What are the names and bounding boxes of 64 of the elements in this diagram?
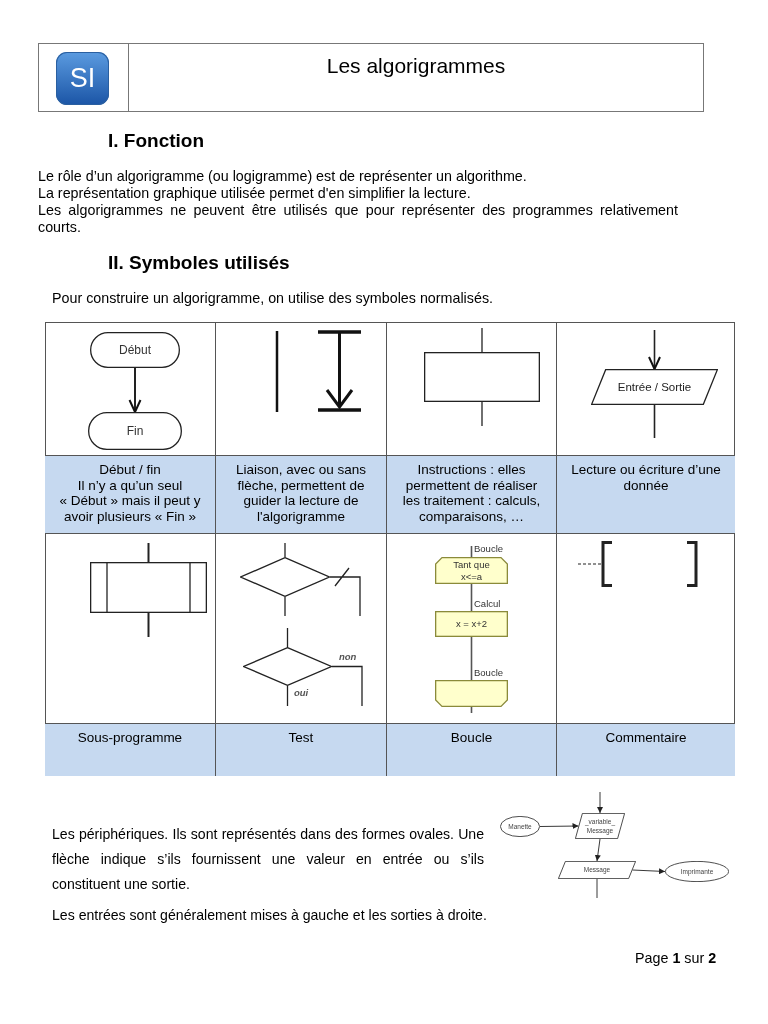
node-caption: Calcul: [474, 598, 501, 609]
cell-text: Début / fin: [98, 462, 162, 478]
cell-text: Test: [287, 730, 315, 746]
connector-line: [481, 401, 483, 427]
cell-text: Lecture ou écriture d’une donnée: [570, 462, 722, 493]
node-label: x<=a: [460, 570, 483, 583]
peripheral-ellipse: [665, 861, 729, 882]
start-terminal: [90, 332, 180, 368]
node-label: Début: [119, 342, 151, 358]
node-label: Fin: [126, 423, 144, 439]
cell-text: Il n’y a qu’un seul « Début » mais il peut y avoir plusieurs « Fin »: [58, 477, 202, 524]
section-heading: I. Fonction: [108, 130, 205, 152]
cell-text: Sous-programme: [76, 730, 184, 746]
dashed-connector: [577, 563, 602, 565]
section-heading: II. Symboles utilisés: [108, 252, 290, 274]
connector-line: [470, 706, 473, 714]
arrow: [648, 329, 661, 370]
connector-line: [470, 636, 473, 681]
process-box: [435, 611, 508, 637]
paragraph: Les entrées sont généralement mises à gauche et les sorties à droite.: [52, 907, 487, 923]
connector-line: [147, 612, 150, 638]
paragraph: Les périphériques. Ils sont représentés dans des formes ovales. Une flèche indique s’ils fournissent une valeur en entrée ou s’ils constituent une sortie.: [52, 825, 484, 894]
cell-text: Commentaire: [604, 730, 688, 746]
node-caption: Boucle: [474, 667, 504, 678]
edge-label: oui: [294, 687, 309, 698]
connector-line: [284, 596, 286, 617]
page-title: Les algorigrammes: [325, 53, 507, 78]
cell-text: Liaison, avec ou sans flèche, permettent de guider la lecture de l'algorigramme: [235, 462, 367, 524]
decision-diamond: [240, 557, 330, 597]
connector-line: [653, 404, 656, 439]
loop-start-box: [435, 557, 508, 584]
node-caption: Boucle: [474, 543, 504, 554]
paragraph: La représentation graphique utilisée permet d'en simplifier la lecture.: [38, 185, 471, 202]
paragraph: Les algorigrammes ne peuvent être utilisés que pour représenter des programmes relativement courts.: [38, 202, 678, 236]
end-terminal: [88, 412, 182, 450]
connector-line: [329, 567, 361, 617]
subroutine-box: [90, 562, 207, 613]
page-number: Page 1 sur 2: [635, 950, 717, 967]
node-label: x = x+2: [455, 618, 488, 630]
connector-line: [286, 627, 289, 648]
comment-bracket: [601, 541, 698, 587]
instruction-box: [424, 352, 540, 402]
cell-text: Instructions : elles permettent de réaliser les traitement : calculs, comparaisons, …: [401, 462, 542, 524]
subject-abbreviation: SI: [68, 63, 97, 94]
connector-line: [470, 545, 473, 558]
node-label: Tant que: [453, 558, 490, 571]
peripheral-ellipse: [500, 816, 540, 837]
intro-text: Pour construire un algorigramme, on utilise des symboles normalisés.: [52, 290, 493, 307]
decision-diamond: [243, 647, 332, 686]
node-label: Entrée / Sortie: [617, 379, 692, 395]
input-output-parallelogram: [558, 861, 636, 879]
connector-line: [596, 878, 598, 899]
paragraph: Le rôle d’un algorigramme (ou logigramme) est de représenter un algorithme.: [38, 168, 527, 185]
connector-line: [481, 327, 483, 353]
arrow: [128, 367, 142, 413]
cell-text: Boucle: [449, 730, 494, 746]
connector-line: [284, 542, 286, 558]
connector-line: [331, 665, 363, 707]
input-output-parallelogram: [591, 369, 718, 405]
loop-end-box: [435, 680, 508, 707]
connector-line: [147, 542, 150, 563]
input-output-parallelogram: [575, 813, 625, 839]
connector-line: [470, 583, 473, 612]
connector-line: [286, 685, 289, 707]
